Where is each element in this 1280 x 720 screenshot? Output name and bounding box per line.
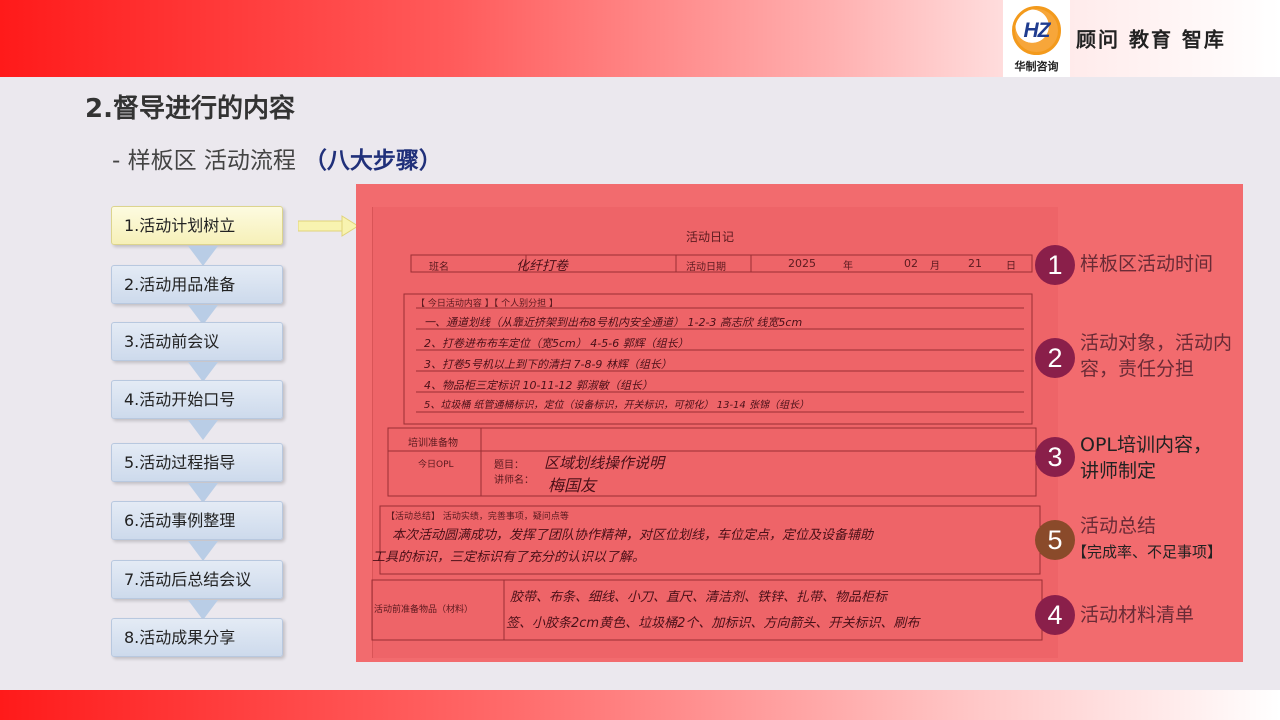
slogan: 顾问 教育 智库 xyxy=(1076,27,1226,52)
note-activity-summary: 活动总结 【完成率、不足事项】 xyxy=(1072,513,1222,565)
form-content-line: 2、打卷进布布车定位（宽5cm） 4-5-6 郭辉（组长） xyxy=(424,337,689,350)
note-line: 活动总结 xyxy=(1080,515,1157,537)
form-opl-topic-label: 题目： xyxy=(494,460,524,471)
marker-4: 4 xyxy=(1035,595,1075,635)
logo-text: 华制咨询 xyxy=(1014,60,1059,73)
form-content-line: 5、垃圾桶 纸管通桶标识，定位（设备标识，开关标识，可视化） 13-14 张锦（… xyxy=(424,400,809,411)
note-line: 容，责任分担 xyxy=(1080,358,1195,380)
form-team-label: 班名 xyxy=(429,262,449,273)
slide-title: 2.督导进行的内容 xyxy=(85,94,295,124)
down-arrow-icon xyxy=(188,362,218,382)
down-arrow-icon xyxy=(188,541,218,561)
form-materials-line: 签、小胶条2cm黄色、垃圾桶2个、加标识、方向箭头、开关标识、刷布 xyxy=(506,616,920,631)
form-date-label: 活动日期 xyxy=(686,262,726,273)
form-materials-line: 胶带、布条、细线、小刀、直尺、清洁剂、铁锌、扎带、物品柜标 xyxy=(510,590,888,605)
form-date-month-unit: 月 xyxy=(930,261,940,272)
form-training-label: 培训准备物 xyxy=(408,438,458,449)
form-opl-label: 今日OPL xyxy=(418,460,454,470)
step-5-guidance: 5.活动过程指导 xyxy=(111,443,283,482)
logo-mark: HZ xyxy=(1023,19,1051,42)
form-team-value: 化纤打卷 xyxy=(516,259,569,274)
form-paper xyxy=(372,207,1058,658)
marker-2: 2 xyxy=(1035,338,1075,378)
note-line: 活动对象，活动内 xyxy=(1080,332,1233,354)
subtitle-prefix: - 样板区 活动流程 xyxy=(112,148,296,174)
down-arrow-icon xyxy=(188,483,218,503)
step-8-share: 8.活动成果分享 xyxy=(111,618,283,657)
form-content-line: 4、物品柜三定标识 10-11-12 郭淑敏（组长） xyxy=(424,379,653,392)
form-materials-label: 活动前准备物品（材料） xyxy=(374,605,474,615)
form-content-line: 3、打卷5号机以上到下的清扫 7-8-9 林辉（组长） xyxy=(424,358,672,371)
form-opl-lecturer: 梅国友 xyxy=(548,476,597,495)
note-line: 讲师制定 xyxy=(1080,460,1157,482)
form-opl-topic: 区域划线操作说明 xyxy=(544,454,665,472)
form-content-line: 一、通道划线（从靠近挤架到出布8号机内安全通道） 1-2-3 高志欣 线宽5cm xyxy=(424,316,803,329)
step-4-slogan: 4.活动开始口号 xyxy=(111,380,283,419)
footer-band xyxy=(0,690,1280,720)
form-summary-line: 工具的标识，三定标识有了充分的认识以了解。 xyxy=(372,550,646,565)
down-arrow-icon xyxy=(188,305,218,325)
form-date-year-unit: 年 xyxy=(843,261,853,272)
subtitle-accent: （八大步骤） xyxy=(303,148,442,174)
company-logo: HZ 华制咨询 xyxy=(1003,0,1070,77)
form-date-month: 02 xyxy=(904,257,918,270)
marker-1: 1 xyxy=(1035,245,1075,285)
note-activity-time: 样板区活动时间 xyxy=(1080,253,1214,275)
down-arrow-icon xyxy=(188,600,218,620)
form-summary-label: 【活动总结】 活动实绩，完善事项，疑问点等 xyxy=(386,512,569,522)
activity-diary-photo: 活动日记 班名 化纤打卷 活动日期 2025 年 02 月 21 日 【 今日活… xyxy=(356,184,1243,662)
note-materials-list: 活动材料清单 xyxy=(1080,604,1195,626)
slide-subtitle: - 样板区 活动流程 （八大步骤） xyxy=(112,141,442,175)
note-line: OPL培训内容， xyxy=(1080,434,1212,456)
step-2-supplies: 2.活动用品准备 xyxy=(111,265,283,304)
down-arrow-icon xyxy=(188,420,218,440)
form-date-day-unit: 日 xyxy=(1006,261,1016,272)
logo-emblem: HZ xyxy=(1012,6,1061,55)
note-opl-training: OPL培训内容， 讲师制定 xyxy=(1080,432,1212,484)
form-today-header: 【 今日活动内容 】【 个人别分担 】 xyxy=(416,299,558,309)
note-activity-content: 活动对象，活动内 容，责任分担 xyxy=(1080,330,1232,382)
marker-3: 3 xyxy=(1035,437,1075,477)
note-line: 【完成率、不足事项】 xyxy=(1072,543,1223,561)
step-6-cases: 6.活动事例整理 xyxy=(111,501,283,540)
step-7-review: 7.活动后总结会议 xyxy=(111,560,283,599)
step-3-meeting: 3.活动前会议 xyxy=(111,322,283,361)
form-date-year: 2025 xyxy=(788,257,816,270)
step-1-plan: 1.活动计划树立 xyxy=(111,206,283,245)
form-date-day: 21 xyxy=(968,257,982,270)
form-title: 活动日记 xyxy=(686,230,735,244)
form-opl-lecturer-label: 讲师名： xyxy=(494,475,534,486)
form-summary-line: 本次活动圆满成功，发挥了团队协作精神，对区位划线，车位定点，定位及设备辅助 xyxy=(392,528,874,543)
down-arrow-icon xyxy=(188,246,218,266)
right-arrow-icon xyxy=(298,215,358,237)
marker-5: 5 xyxy=(1035,520,1075,560)
